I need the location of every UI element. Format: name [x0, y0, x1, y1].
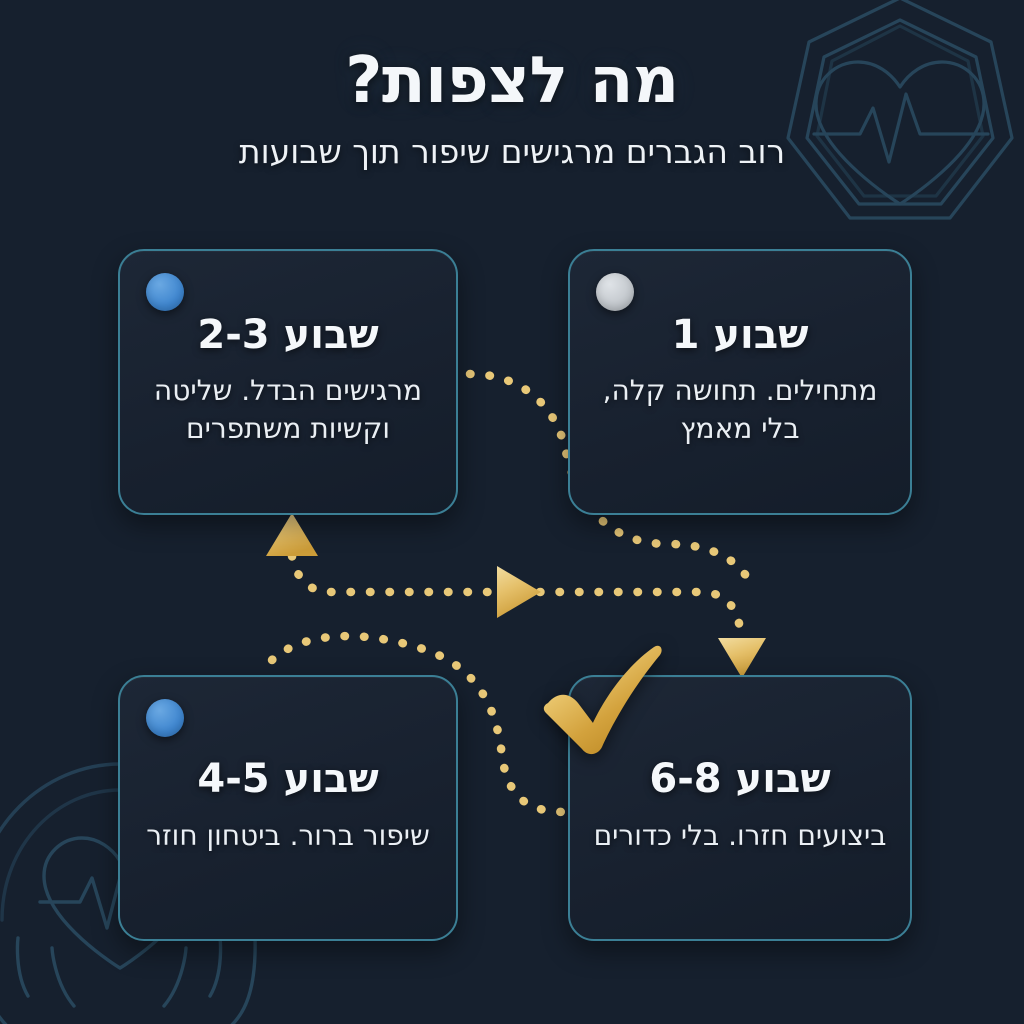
card-description: ביצועים חזרו. בלי כדורים	[593, 819, 887, 853]
header: מה לצפות? רוב הגברים מרגישים שיפור תוך ש…	[0, 44, 1024, 171]
arrowhead-right	[497, 566, 541, 618]
page-title: מה לצפות?	[345, 44, 679, 118]
status-dot-blue-icon	[146, 699, 184, 737]
arrowhead-down	[718, 638, 766, 678]
card-week-6-8[interactable]: שבוע 6-8 ביצועים חזרו. בלי כדורים	[543, 645, 912, 941]
page-subtitle: רוב הגברים מרגישים שיפור תוך שבועות	[238, 131, 786, 171]
gold-checkmark-icon	[543, 645, 662, 755]
arrowhead-up	[266, 513, 318, 556]
card-title: שבוע 6-8	[649, 756, 831, 803]
card-week-2-3[interactable]: שבוע 2-3 מרגישים הבדל. שליטה וקשיות משתפ…	[118, 249, 458, 515]
card-description: שיפור ברור. ביטחון חוזר	[146, 819, 430, 853]
connector-week2-3-to-week4-5	[266, 513, 766, 678]
card-description: מרגישים הבדל. שליטה וקשיות משתפרים	[153, 374, 423, 445]
card-description: מתחילים. תחושה קלה, בלי מאמץ	[602, 374, 878, 445]
card-title: שבוע 2-3	[197, 311, 379, 358]
card-title: שבוע 1	[671, 311, 809, 358]
card-week-4-5[interactable]: שבוע 4-5 שיפור ברור. ביטחון חוזר	[118, 675, 458, 941]
status-dot-blue-icon	[146, 273, 184, 311]
status-dot-grey-icon	[596, 273, 634, 311]
card-week-1[interactable]: שבוע 1 מתחילים. תחושה קלה, בלי מאמץ	[568, 249, 912, 515]
card-title: שבוע 4-5	[197, 756, 379, 803]
